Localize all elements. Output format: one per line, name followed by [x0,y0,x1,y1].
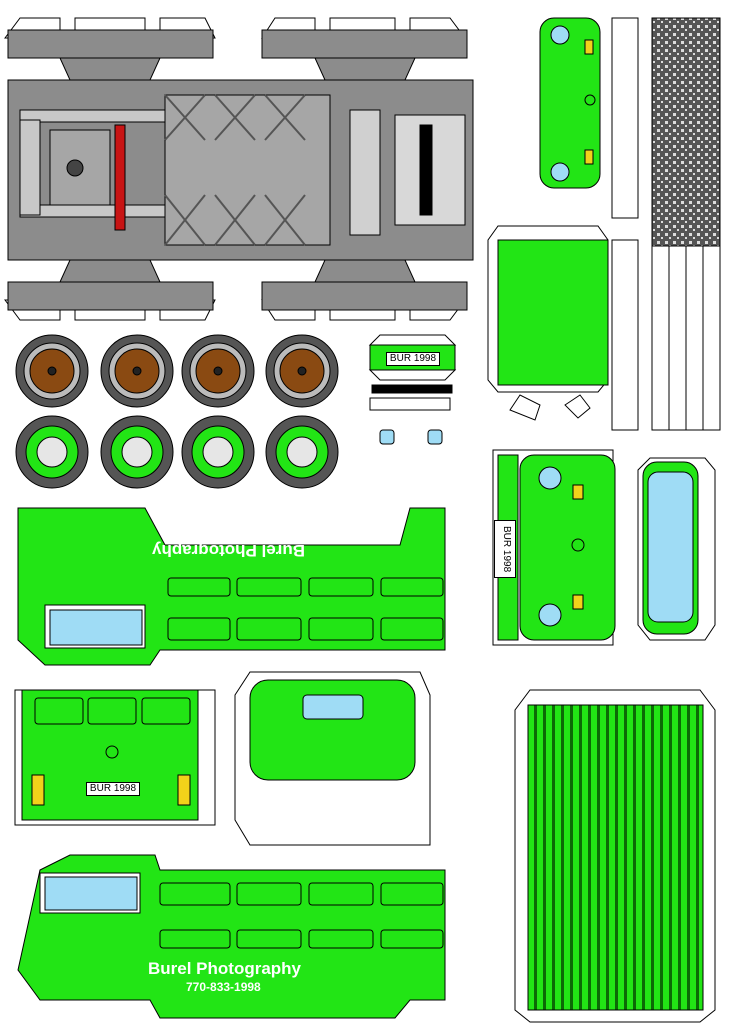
fender-tabs [509,394,591,421]
cargo-bed-piece [514,689,716,1023]
rear-wheel-4 [265,334,339,408]
wheel-set [15,334,339,489]
rear-wheel-1 [15,334,89,408]
rear-wheel-3 [181,334,255,408]
front-license-plate: BUR 1998 [494,520,516,578]
right-company-name: Burel Photography [148,959,302,978]
left-phone: 770-833-1998 [198,526,273,540]
vw-logo-icon [105,94,596,759]
front-face-piece [539,17,639,431]
left-side-panel [17,507,446,666]
hood-piece [487,225,609,393]
chassis-piece [4,17,474,321]
front-grille-piece [492,449,616,646]
right-side-panel [17,854,446,1019]
tire-strip [651,17,721,431]
top-license-plate: BUR 1998 [386,352,440,366]
windshield-piece [637,457,716,641]
hubcap-icon [265,415,339,489]
hubcap-icon [15,415,89,489]
plate-holder-piece [368,334,457,411]
hubcap-icon [100,415,174,489]
rear-license-plate: BUR 1998 [86,782,140,796]
rear-wheel-2 [100,334,174,408]
right-phone: 770-833-1998 [186,980,261,994]
cab-roof-piece [234,671,431,846]
mirror-icon [379,429,443,445]
left-company-name: Burel Photography [152,541,306,560]
hubcap-icon [181,415,255,489]
